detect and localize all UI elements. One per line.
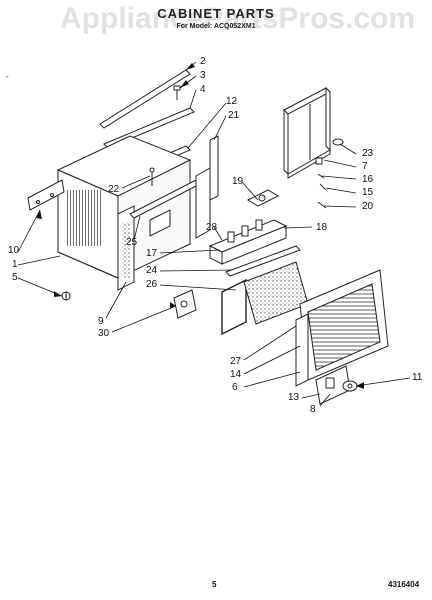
callout-6: 6 [232,382,238,393]
callout-15: 15 [362,187,374,198]
diagram-subtitle: For Model: ACQ052XM1 [176,23,256,30]
leader-arrowheads [36,63,364,389]
part-filter-frame [221,278,247,336]
callout-10: 10 [8,245,20,256]
callout-2: 2 [200,56,206,67]
part-vertical-strip [209,135,219,201]
corner-mark: - [6,72,9,81]
page-number: 5 [212,580,217,589]
callout-23: 23 [362,148,374,159]
part-inner-brackets [129,167,211,239]
callout-28: 28 [206,222,218,233]
part-side-frame [283,86,331,179]
callout-17: 17 [146,248,158,259]
part-knob [342,380,358,392]
part-screw-top [173,85,181,100]
callout-11: 11 [412,372,423,383]
part-stud [149,167,155,186]
callout-5: 5 [12,272,18,283]
callout-7: 7 [362,161,368,172]
diagram-title: CABINET PARTS [157,6,275,21]
callout-12: 12 [226,96,238,107]
part-screw-side [61,291,71,301]
part-lower-rail [225,245,301,277]
callout-16: 16 [362,174,374,185]
part-side-bracket [27,179,65,211]
leader-lines [17,61,411,407]
callout-25: 25 [126,237,138,248]
part-front-grille [295,269,389,387]
callout-18: 18 [316,222,328,233]
callout-1: 1 [12,259,18,270]
part-hardware-set [315,138,344,209]
part-small-bracket [173,289,197,319]
callout-19: 19 [232,176,244,187]
callout-3: 3 [200,70,206,81]
callout-24: 24 [146,265,158,276]
callout-27: 27 [230,356,242,367]
callout-9: 9 [98,316,104,327]
callout-30: 30 [98,328,110,339]
callout-20: 20 [362,201,374,212]
part-top-rail [99,69,191,129]
part-front-side-panel [117,205,135,291]
part-upper-bracket [246,189,280,207]
callout-13: 13 [288,392,300,403]
callout-8: 8 [310,404,316,415]
callout-21: 21 [228,110,240,121]
part-air-filter [243,261,309,325]
callout-22: 22 [108,184,120,195]
callout-14: 14 [230,369,242,380]
callout-26: 26 [146,279,158,290]
doc-number: 4316404 [388,580,420,589]
callout-4: 4 [200,84,206,95]
